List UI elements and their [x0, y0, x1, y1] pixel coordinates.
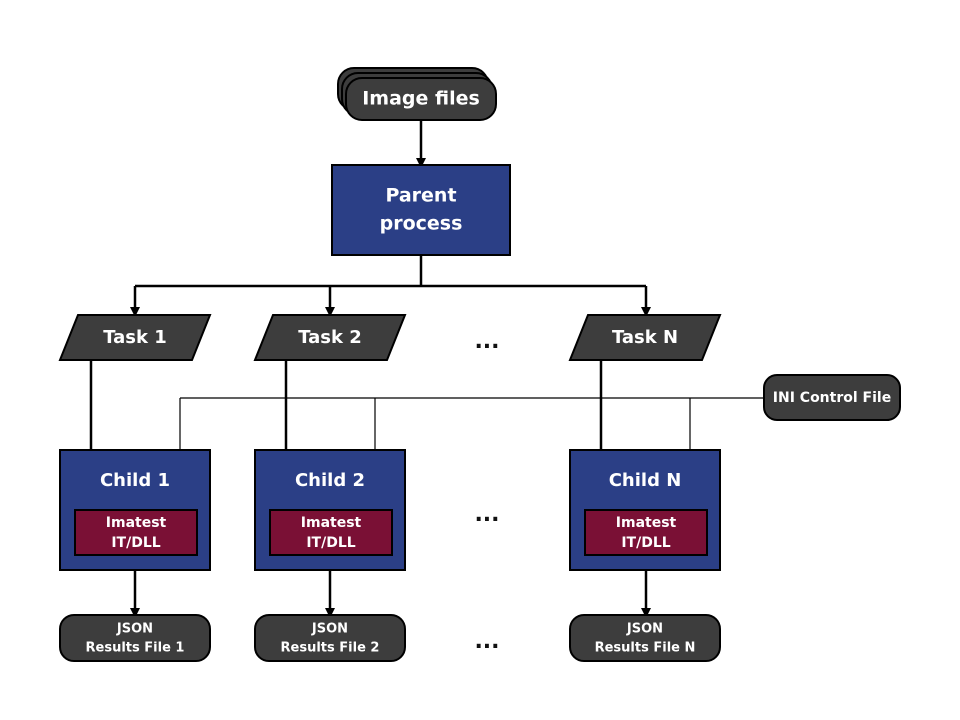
task-label: Task N	[612, 327, 678, 348]
task-node-n: Task N	[568, 314, 722, 361]
results-label-line2: Results File 1	[86, 641, 185, 656]
results-label-line1: JSON	[116, 622, 153, 637]
ini-control-file-label: INI Control File	[773, 390, 891, 406]
child-label: Child 2	[295, 470, 365, 491]
results-label-line1: JSON	[626, 622, 663, 637]
task-label: Task 2	[298, 327, 362, 348]
result-ellipsis: ...	[474, 629, 499, 654]
task-node-2: Task 2	[253, 314, 407, 361]
child-node-2: Child 2 Imatest IT/DLL	[254, 449, 406, 571]
parent-process-node: Parent process	[331, 164, 511, 256]
child-node-1: Child 1 Imatest IT/DLL	[59, 449, 211, 571]
results-label-line2: Results File N	[595, 641, 696, 656]
dll-label-line1: Imatest	[301, 515, 362, 531]
results-file-node-1: JSON Results File 1	[59, 614, 211, 662]
image-files-node: Image files	[337, 67, 497, 121]
dll-label-line1: Imatest	[106, 515, 167, 531]
dll-label-line2: IT/DLL	[111, 535, 160, 551]
task-node-1: Task 1	[58, 314, 212, 361]
dll-label-line1: Imatest	[616, 515, 677, 531]
results-label-line1: JSON	[311, 622, 348, 637]
task-ellipsis: ...	[474, 329, 499, 354]
child-label: Child N	[609, 470, 682, 491]
results-file-node-2: JSON Results File 2	[254, 614, 406, 662]
imatest-dll-box: Imatest IT/DLL	[584, 509, 708, 556]
child-label: Child 1	[100, 470, 170, 491]
child-node-n: Child N Imatest IT/DLL	[569, 449, 721, 571]
dll-label-line2: IT/DLL	[306, 535, 355, 551]
task-label: Task 1	[103, 327, 167, 348]
imatest-dll-box: Imatest IT/DLL	[74, 509, 198, 556]
parent-label-line2: process	[380, 213, 463, 235]
child-ellipsis: ...	[474, 502, 499, 527]
parent-label-line1: Parent	[385, 185, 456, 207]
ini-control-file-node: INI Control File	[763, 374, 901, 421]
imatest-dll-box: Imatest IT/DLL	[269, 509, 393, 556]
results-label-line2: Results File 2	[281, 641, 380, 656]
dll-label-line2: IT/DLL	[621, 535, 670, 551]
results-file-node-n: JSON Results File N	[569, 614, 721, 662]
image-files-label: Image files	[362, 88, 480, 110]
